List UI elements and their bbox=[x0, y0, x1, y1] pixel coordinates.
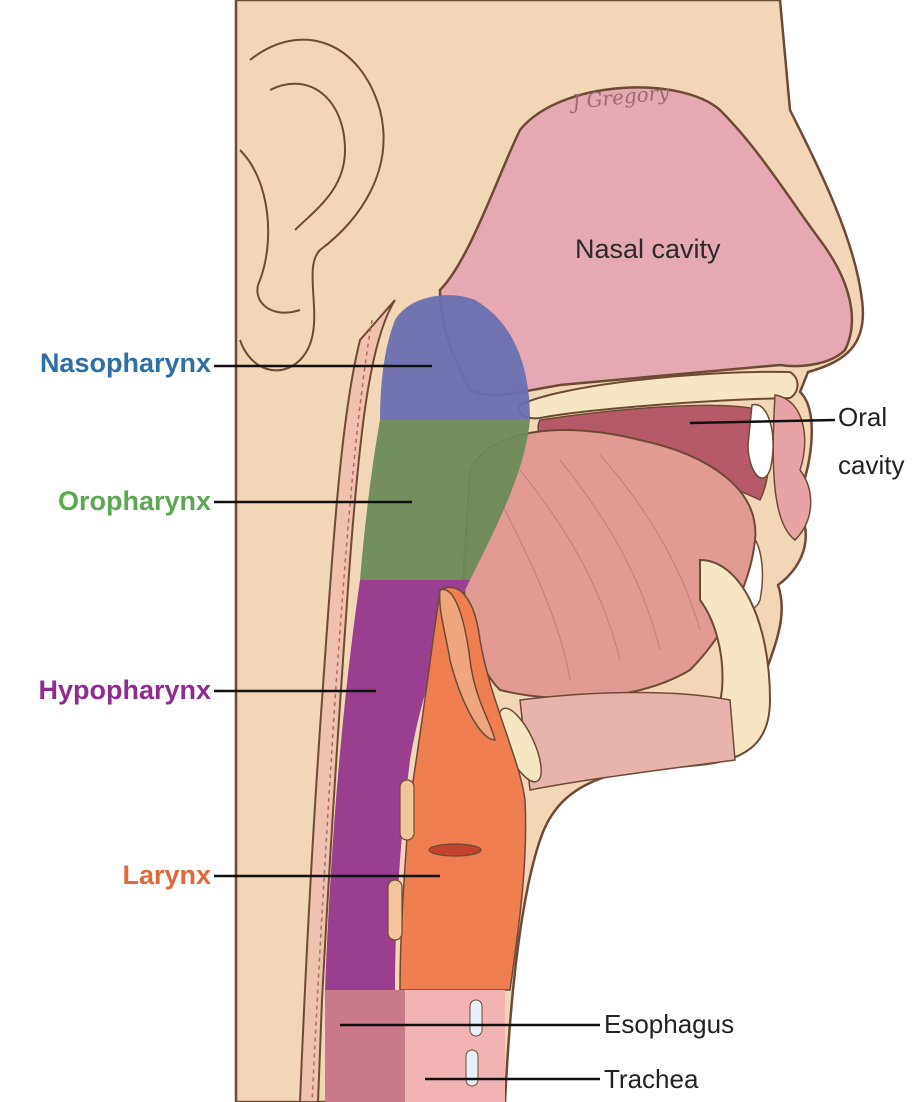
tracheal-ring-1 bbox=[470, 1000, 482, 1036]
trachea-zone bbox=[405, 990, 505, 1102]
label-oropharynx: Oropharynx bbox=[58, 488, 211, 515]
cartilage-2 bbox=[388, 880, 402, 940]
label-oral-cavity-line1: Oral bbox=[838, 404, 887, 430]
label-nasopharynx: Nasopharynx bbox=[40, 350, 211, 377]
label-trachea: Trachea bbox=[604, 1066, 698, 1092]
cartilage-1 bbox=[400, 780, 414, 840]
label-esophagus: Esophagus bbox=[604, 1011, 734, 1037]
tracheal-ring-2 bbox=[466, 1050, 478, 1086]
label-hypopharynx: Hypopharynx bbox=[38, 677, 211, 704]
floor-muscles bbox=[520, 693, 735, 791]
esophagus-zone bbox=[325, 990, 405, 1102]
label-nasal-cavity: Nasal cavity bbox=[575, 236, 721, 263]
label-oral-cavity-line2: cavity bbox=[838, 452, 904, 478]
vocal-fold bbox=[429, 844, 481, 856]
label-larynx: Larynx bbox=[122, 862, 211, 889]
